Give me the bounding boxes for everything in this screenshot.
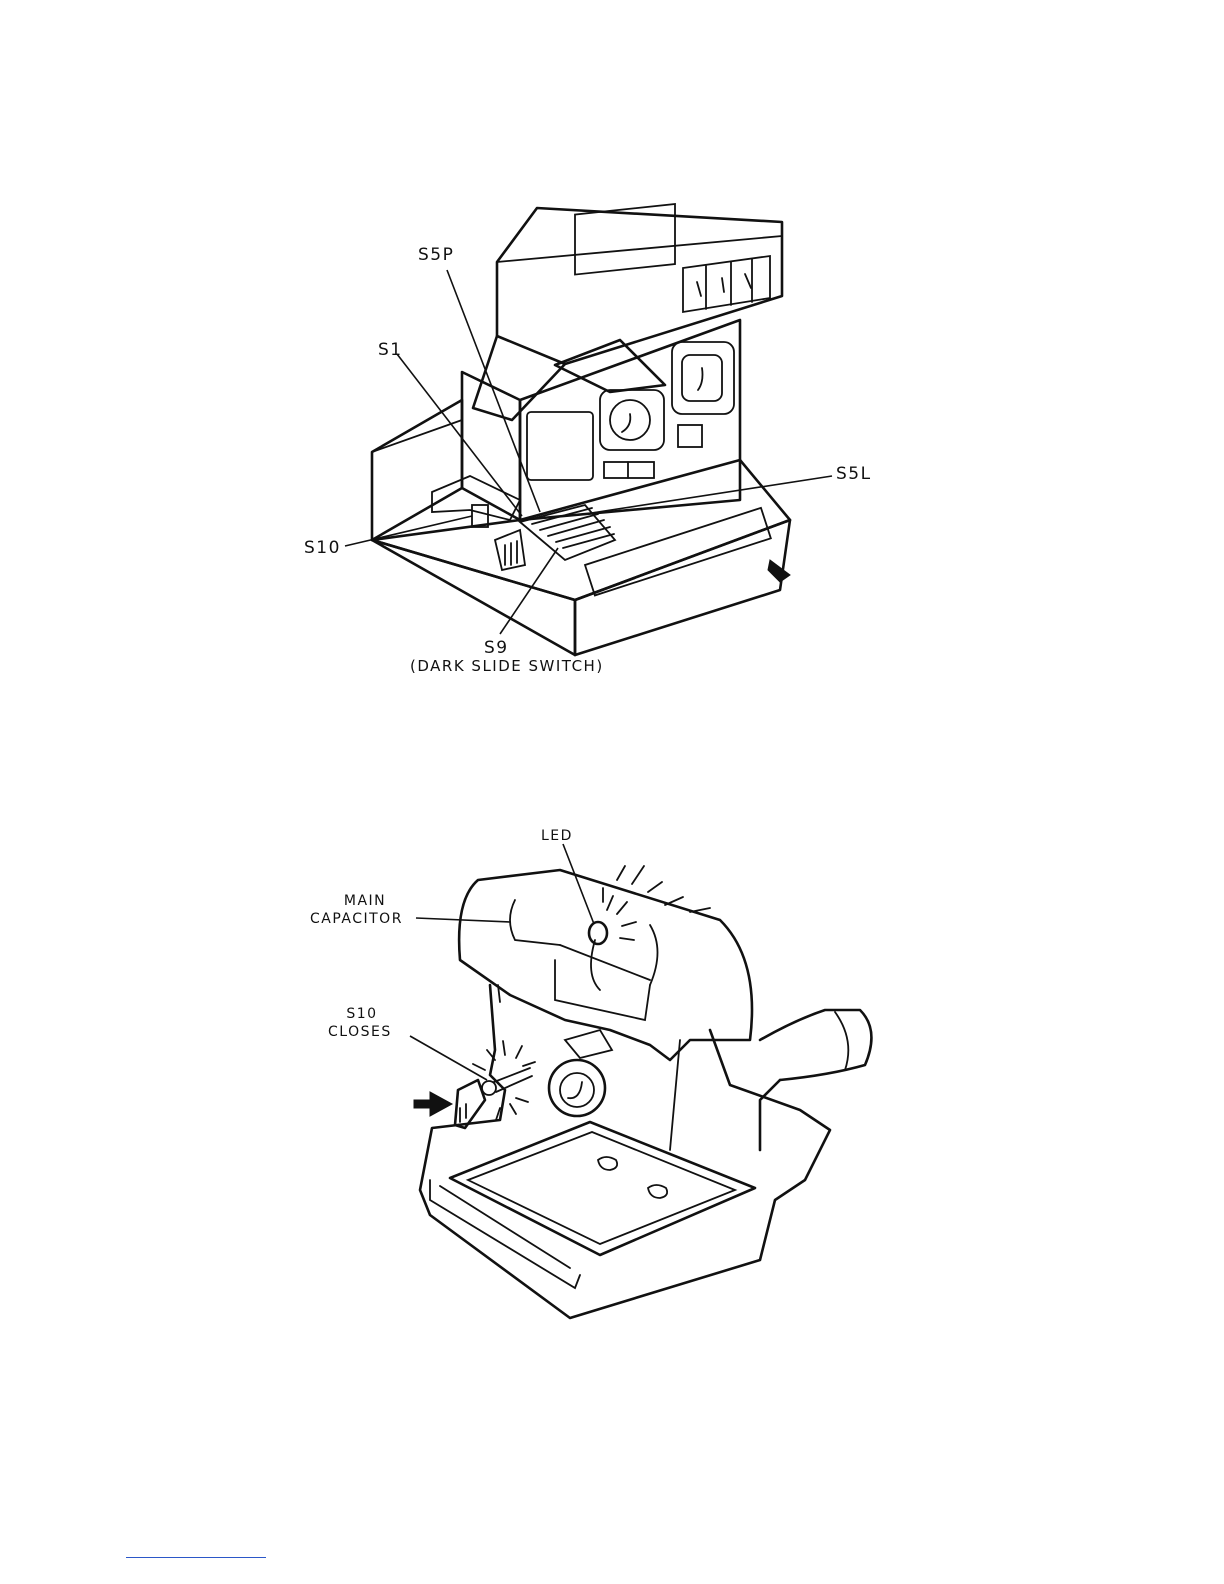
leader-lines-bottom [410, 844, 594, 1080]
label-s10-line1: S10 [332, 1004, 392, 1024]
label-led: LED [541, 826, 573, 846]
footer-rule [126, 1557, 266, 1558]
camera-body-bottom [414, 985, 871, 1318]
led-indicator [589, 922, 607, 944]
label-main-capacitor-line1: MAIN [330, 891, 400, 911]
label-s10-line2: CLOSES [328, 1022, 392, 1042]
flash-hood [459, 866, 752, 1060]
label-main-capacitor-line2: CAPACITOR [310, 909, 403, 929]
press-arrow-icon [414, 1092, 452, 1116]
